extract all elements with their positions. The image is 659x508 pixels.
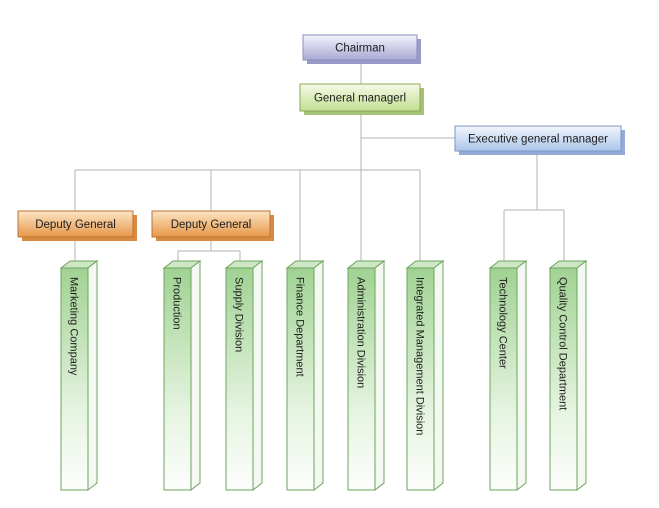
finance-label: Finance Department [294,277,306,377]
supply-box [225,267,254,491]
node-deputy-general-2: Deputy General [151,210,274,241]
finance-side-face [313,259,324,492]
quality-side-face [576,259,587,492]
general-manager-label: General managerl [314,93,406,105]
node-production: Production [162,259,202,492]
deputy-general-1-box [17,210,134,238]
integrated-label: Integrated Management Division [414,277,426,435]
executive-general-manager-box [454,125,622,152]
quality-label: Quality Control Department [557,277,569,410]
integrated-box [406,267,435,491]
node-quality: Quality Control Department [548,259,588,492]
technology-label: Technology Center [497,277,509,369]
deputy-general-1-label: Deputy General [35,219,116,231]
node-integrated: Integrated Management Division [405,259,445,492]
production-label: Production [171,277,183,330]
marketing-box [60,267,89,491]
integrated-side-face [433,259,444,492]
node-finance: Finance Department [285,259,325,492]
deputy-general-2-label: Deputy General [171,219,252,231]
technology-box [489,267,518,491]
connector-lines [74,58,565,268]
chairman-label: Chairman [335,43,385,55]
technology-side-face [516,259,527,492]
node-deputy-general-1: Deputy General [17,210,137,241]
node-marketing: Marketing Company [59,259,99,492]
supply-label: Supply Division [233,277,245,352]
executive-general-manager-label: Executive general manager [468,134,608,146]
marketing-label: Marketing Company [68,277,80,376]
finance-box [286,267,315,491]
node-administration: Administration Division [346,259,386,492]
administration-box [347,267,376,491]
general-manager-box [299,83,421,112]
chairman-box [302,34,418,61]
quality-box [549,267,578,491]
node-general-manager: General managerl [299,83,424,115]
production-side-face [190,259,201,492]
production-box [163,267,192,491]
node-supply: Supply Division [224,259,264,492]
supply-side-face [252,259,263,492]
administration-label: Administration Division [355,277,367,388]
administration-side-face [374,259,385,492]
node-technology: Technology Center [488,259,528,492]
marketing-side-face [87,259,98,492]
deputy-general-2-box [151,210,271,238]
node-chairman: Chairman [302,34,421,64]
node-executive-general-manager: Executive general manager [454,125,625,155]
